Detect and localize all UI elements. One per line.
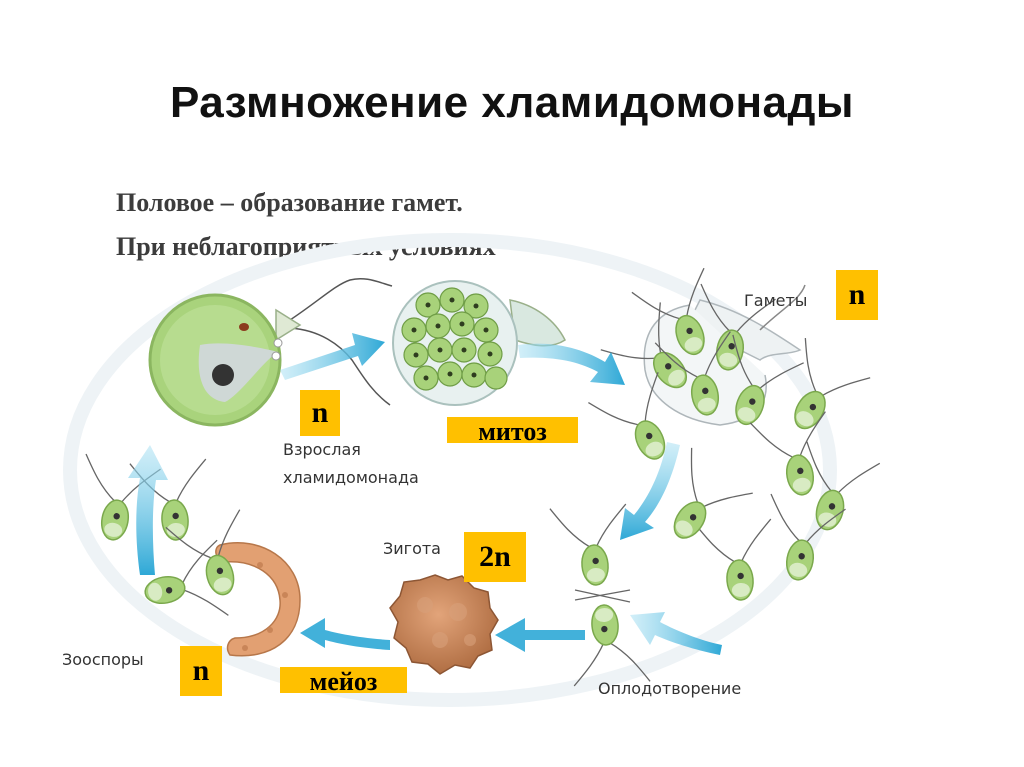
tag-gametes-ploidy: n xyxy=(836,270,878,320)
zoospores xyxy=(71,453,261,630)
fertilization-pair xyxy=(549,501,651,689)
arrow-sporangium-to-gametes xyxy=(518,343,625,385)
arrow-adult-to-sporangium xyxy=(280,333,385,380)
arrow-to-fertilization-bottom xyxy=(630,612,722,655)
tag-zygote-ploidy: 2n xyxy=(464,532,526,582)
label-adult-line2: хламидомонада xyxy=(283,468,419,487)
label-zoospores: Зооспоры xyxy=(62,650,144,669)
arrow-zoospores-to-adult xyxy=(128,445,168,575)
tag-adult-ploidy: n xyxy=(300,390,340,436)
background-cycle-ring xyxy=(63,233,837,707)
tag-meiosis: мейоз xyxy=(280,667,407,696)
gametes-release xyxy=(587,265,882,605)
sporangium-mitosis xyxy=(392,280,566,406)
meiosis-cell xyxy=(215,542,301,657)
tag-zoospores-ploidy: n xyxy=(180,646,222,696)
label-adult-line1: Взрослая xyxy=(283,440,361,459)
arrow-gametes-to-fertilization xyxy=(620,442,680,540)
label-fertilization: Оплодотворение xyxy=(598,679,742,698)
label-gametes: Гаметы xyxy=(744,291,808,310)
slide-title: Размножение хламидомонады xyxy=(170,78,854,127)
adult-chlamydomonas xyxy=(148,277,393,427)
zygote xyxy=(389,574,499,675)
label-zygote: Зигота xyxy=(383,539,441,558)
arrow-fertilization-to-zygote xyxy=(495,618,585,652)
arrow-zygote-to-meiosis xyxy=(300,618,390,650)
cycle-arrows xyxy=(128,333,722,655)
subtitle-line-1: Половое – образование гамет. xyxy=(116,188,463,217)
tag-mitosis: митоз xyxy=(447,417,578,446)
